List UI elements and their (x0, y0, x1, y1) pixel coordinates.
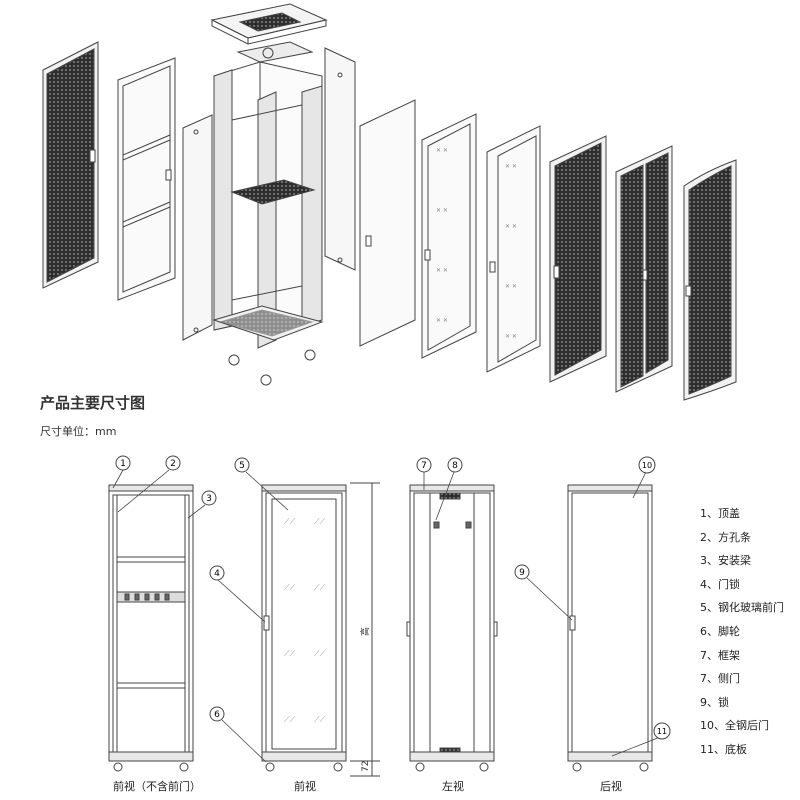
callout-6: 6 (209, 706, 225, 722)
legend-item: 3、安装梁 (700, 554, 751, 568)
exploded-glass-door: ✕ ✕ ✕ ✕ ✕ ✕ ✕ ✕ (421, 113, 477, 359)
dimension-height-label: 高 (359, 627, 371, 636)
svg-text:✕ ✕: ✕ ✕ (505, 223, 517, 230)
legend-item: 9、锁 (700, 695, 729, 709)
callout-label: 1 (120, 459, 126, 469)
caption-front: 前视 (294, 780, 316, 793)
svg-text:✕ ✕: ✕ ✕ (505, 283, 517, 290)
unit-label: 尺寸单位：mm (40, 425, 117, 438)
callout-label: 5 (239, 461, 245, 471)
legend-item: 1、顶盖 (700, 507, 740, 520)
legend-item: 7、框架 (700, 648, 740, 662)
exploded-solid-door (359, 99, 416, 347)
view-rear (567, 484, 653, 772)
callout-label: 6 (214, 710, 220, 720)
svg-text:⟋⟋: ⟋⟋ (314, 583, 326, 592)
callout-5: 5 (234, 457, 250, 473)
svg-text:✕ ✕: ✕ ✕ (436, 147, 448, 154)
callout-label: 11 (657, 727, 667, 736)
parts-legend: 1、顶盖 2、方孔条 3、安装梁 4、门锁 5、钢化玻璃前门 6、脚轮 7、框架… (700, 502, 796, 762)
callout-label: 2 (170, 459, 176, 469)
view-front: ⟋⟋ ⟋⟋ ⟋⟋ ⟋⟋ ⟋⟋ ⟋⟋ ⟋⟋ ⟋⟋ (261, 482, 380, 777)
svg-text:⟋⟋: ⟋⟋ (314, 715, 326, 724)
callout-label: 4 (214, 569, 220, 579)
svg-text:⟋⟋: ⟋⟋ (314, 517, 326, 526)
caption-rear: 后视 (600, 780, 622, 793)
callout-3: 3 (201, 490, 217, 506)
svg-text:✕ ✕: ✕ ✕ (436, 207, 448, 214)
exploded-curved-mesh-door (683, 159, 737, 401)
callout-1: 1 (115, 455, 131, 471)
callout-7: 7 (416, 457, 432, 473)
legend-item: 4、门锁 (700, 577, 740, 591)
exploded-mesh-door (549, 135, 607, 383)
view-left (406, 484, 498, 772)
leader-lines (112, 469, 661, 763)
svg-text:✕ ✕: ✕ ✕ (436, 267, 448, 274)
svg-text:⟋⟋: ⟋⟋ (284, 583, 296, 592)
callout-label: 10 (642, 461, 652, 470)
callout-label: 9 (519, 568, 525, 578)
callout-label: 7 (421, 461, 427, 471)
exploded-side-panel-left (182, 114, 213, 341)
callout-label: 3 (206, 494, 212, 504)
callout-11: 11 (653, 722, 671, 740)
legend-item: 2、方孔条 (700, 530, 751, 544)
callout-8: 8 (447, 457, 463, 473)
svg-text:✕ ✕: ✕ ✕ (436, 317, 448, 324)
svg-text:⟋⟋: ⟋⟋ (284, 715, 296, 724)
view-front-no-door (108, 484, 194, 772)
callout-label: 8 (452, 461, 458, 471)
dimension-base-label: 72 (361, 761, 371, 772)
callout-10: 10 (638, 456, 656, 474)
svg-text:⟋⟋: ⟋⟋ (284, 517, 296, 526)
svg-text:✕ ✕: ✕ ✕ (505, 333, 517, 340)
callouts: 1 2 3 4 5 6 7 8 9 10 11 (115, 455, 671, 740)
exploded-top-plate (236, 41, 314, 63)
diagram-heading: 产品主要尺寸图 (40, 394, 146, 412)
legend-item: 7、侧门 (700, 672, 740, 686)
exploded-frame-door (117, 57, 176, 301)
caption-front-no-door: 前视（不含前门） (113, 780, 201, 793)
legend-item: 10、全钢后门 (700, 719, 769, 733)
exploded-frame (212, 61, 324, 386)
svg-text:⟋⟋: ⟋⟋ (284, 649, 296, 658)
exploded-mesh-double-door (615, 145, 673, 393)
svg-text:✕ ✕: ✕ ✕ (505, 163, 517, 170)
exploded-top-cover (210, 3, 328, 45)
svg-text:⟋⟋: ⟋⟋ (314, 649, 326, 658)
exploded-side-panel-right (324, 47, 356, 271)
exploded-glass-door-2: ✕ ✕ ✕ ✕ ✕ ✕ ✕ ✕ (486, 125, 541, 373)
caption-left: 左视 (442, 780, 464, 793)
legend-item: 6、脚轮 (700, 624, 740, 638)
callout-9: 9 (514, 564, 530, 580)
callout-2: 2 (165, 455, 181, 471)
legend-item: 5、钢化玻璃前门 (700, 601, 784, 615)
exploded-mesh-door-left (42, 41, 99, 289)
legend-item: 11、底板 (700, 742, 747, 756)
callout-4: 4 (209, 565, 225, 581)
